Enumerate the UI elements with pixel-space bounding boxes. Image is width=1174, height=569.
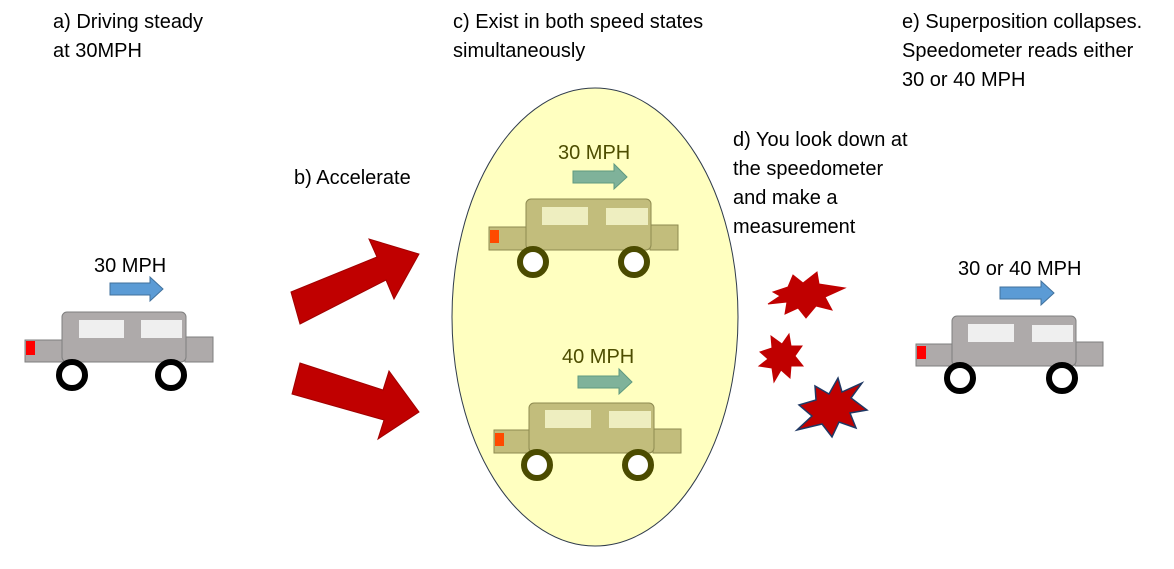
caption-a-line-2: at 30MPH — [53, 40, 142, 62]
measurement-burst-1-icon — [767, 271, 847, 319]
caption-e-line-3: 30 or 40 MPH — [902, 69, 1026, 91]
caption-c-line-1: c) Exist in both speed states — [453, 11, 704, 33]
caption-e-line-1: e) Superposition collapses. — [902, 11, 1143, 33]
accelerate-arrow-down-icon — [291, 362, 420, 441]
state-2-car-taillight — [495, 433, 504, 446]
final-car: 30 or 40 MPH — [915, 258, 1104, 394]
final-car-window-front — [968, 324, 1014, 342]
caption-d-line-1: d) You look down at — [733, 129, 908, 151]
final-speed-label: 30 or 40 MPH — [958, 258, 1081, 280]
initial-speed-arrow-icon — [109, 275, 164, 303]
initial-car-front-wheel-icon — [56, 359, 88, 391]
state-1-speed-label: 30 MPH — [558, 142, 630, 164]
caption-d-line-3: and make a — [733, 187, 838, 209]
superposition-car-40: 40 MPH — [493, 346, 682, 481]
caption-e-line-2: Speedometer reads either — [902, 40, 1134, 62]
initial-car-taillight — [26, 341, 35, 355]
state-2-car-window-front — [545, 410, 591, 428]
measurement-burst-2-icon — [757, 332, 805, 384]
caption-a-line-1: a) Driving steady — [53, 11, 204, 33]
initial-car-window-rear — [141, 320, 182, 338]
caption-c: c) Exist in both speed states simultaneo… — [453, 8, 703, 66]
initial-car-rear-wheel-icon — [155, 359, 187, 391]
state-1-car-window-front — [542, 207, 588, 225]
state-2-car-trunk — [652, 428, 682, 454]
caption-e: e) Superposition collapses. Speedometer … — [902, 8, 1142, 95]
initial-car-trunk — [184, 336, 214, 363]
state-1-car-taillight — [490, 230, 499, 243]
accelerate-arrow-up-icon — [290, 238, 420, 325]
state-2-car-window-rear — [609, 411, 651, 428]
superposition-car-30: 30 MPH — [488, 142, 679, 278]
initial-car: 30 MPH — [24, 255, 214, 391]
state-2-speed-label: 40 MPH — [562, 346, 634, 368]
caption-b: b) Accelerate — [294, 164, 411, 193]
state-2-car-rear-wheel-icon — [622, 449, 654, 481]
state-1-car-trunk — [649, 224, 679, 251]
caption-a: a) Driving steady at 30MPH — [53, 8, 203, 66]
initial-speed-label: 30 MPH — [94, 255, 166, 277]
final-car-front-wheel-icon — [944, 362, 976, 394]
final-car-window-rear — [1032, 325, 1073, 342]
state-2-speed-arrow-icon — [577, 367, 633, 396]
final-speed-arrow-icon — [999, 279, 1055, 307]
state-2-car-front-wheel-icon — [521, 449, 553, 481]
state-1-speed-arrow-icon — [572, 162, 628, 191]
initial-car-window-front — [79, 320, 124, 338]
measurement-burst-3-icon — [794, 376, 869, 439]
caption-d-line-4: measurement — [733, 216, 856, 238]
caption-c-line-2: simultaneously — [453, 40, 586, 62]
final-car-trunk — [1074, 341, 1104, 367]
state-1-car-rear-wheel-icon — [618, 246, 650, 278]
final-car-taillight — [917, 346, 926, 359]
state-1-car-front-wheel-icon — [517, 246, 549, 278]
caption-d-line-2: the speedometer — [733, 158, 884, 180]
state-1-car-window-rear — [606, 208, 648, 225]
caption-d: d) You look down at the speedometer and … — [733, 126, 908, 242]
caption-b-line-1: b) Accelerate — [294, 167, 411, 189]
final-car-rear-wheel-icon — [1046, 362, 1078, 394]
